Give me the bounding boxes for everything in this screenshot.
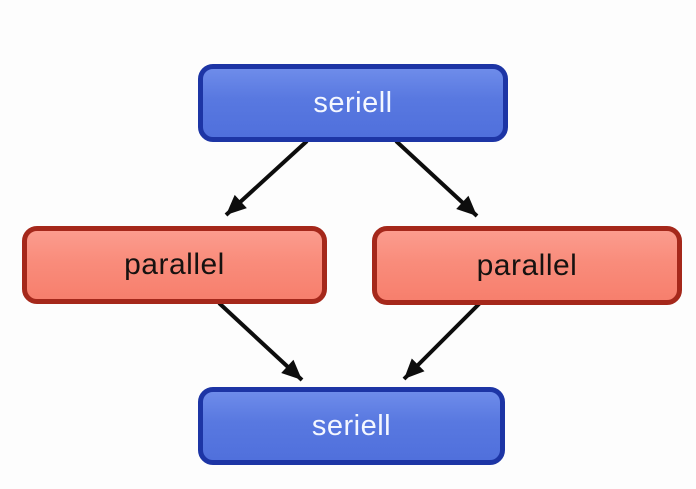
- node-parallel-right-label: parallel: [476, 248, 578, 282]
- node-parallel-right: parallel: [372, 226, 682, 305]
- node-seriell-top-label: seriell: [313, 86, 393, 119]
- arrow-parallel-left-to-seriell-bottom: [217, 301, 304, 382]
- node-seriell-bottom-label: seriell: [311, 409, 392, 442]
- arrow-seriell-top-to-parallel-right: [394, 139, 479, 218]
- arrow-parallel-right-to-seriell-bottom: [402, 299, 484, 381]
- arrow-seriell-top-to-parallel-left: [224, 139, 309, 217]
- node-seriell-top: seriell: [198, 64, 508, 142]
- node-parallel-left: parallel: [22, 226, 327, 304]
- node-seriell-bottom: seriell: [198, 387, 505, 465]
- node-parallel-left-label: parallel: [124, 248, 225, 281]
